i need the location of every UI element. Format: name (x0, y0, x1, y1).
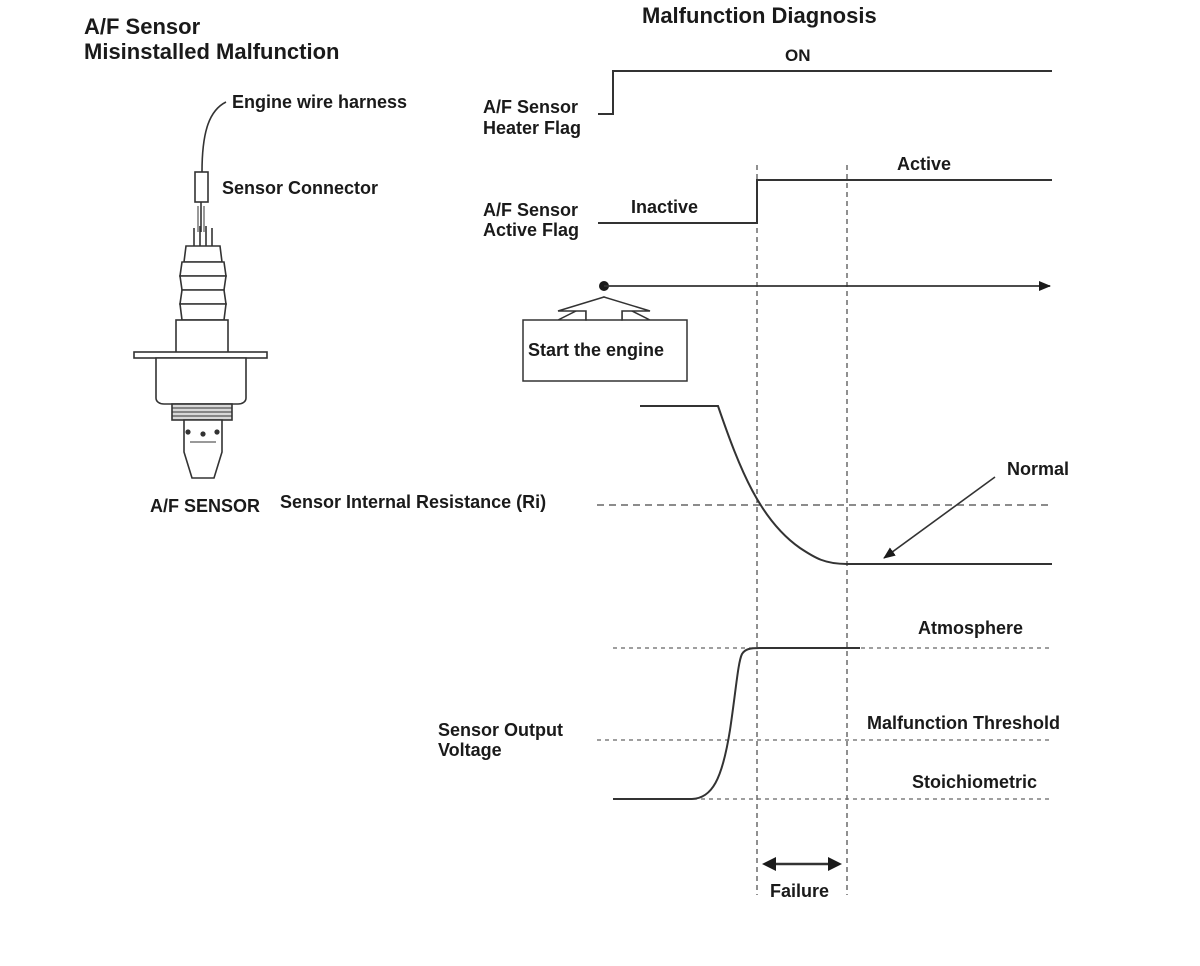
active-flag-label-line2: Active Flag (483, 220, 579, 240)
sensor-title-line1: A/F Sensor (84, 14, 201, 39)
failure-left-arrowhead (762, 857, 776, 871)
start-engine-callout (522, 296, 688, 382)
diagnosis-title: Malfunction Diagnosis (642, 3, 877, 28)
malfunction-threshold-label: Malfunction Threshold (867, 713, 1060, 733)
active-flag-signal (598, 179, 1052, 224)
normal-label: Normal (1007, 459, 1069, 479)
sensor-title-line2: Misinstalled Malfunction (84, 39, 339, 64)
start-engine-label: Start the engine (528, 340, 664, 360)
failure-right-arrowhead (828, 857, 842, 871)
active-flag-active-label: Active (897, 154, 951, 174)
heater-flag-label-line2: Heater Flag (483, 118, 581, 138)
af-sensor-illustration (133, 101, 268, 479)
sensor-connector-icon (194, 171, 209, 203)
af-sensor-label: A/F SENSOR (150, 496, 260, 516)
heater-flag-signal (598, 70, 1052, 115)
resistance-label: Sensor Internal Resistance (Ri) (280, 492, 546, 512)
wire-harness-label: Engine wire harness (232, 92, 407, 112)
heater-flag-on-label: ON (785, 46, 811, 65)
callout-pointer-arrow (557, 296, 651, 321)
sensor-connector-label: Sensor Connector (222, 178, 378, 198)
atmosphere-label: Atmosphere (918, 618, 1023, 638)
normal-pointer-arrow (883, 476, 996, 559)
voltage-label-line1: Sensor Output (438, 720, 563, 740)
stoichiometric-label: Stoichiometric (912, 772, 1037, 792)
active-flag-inactive-label: Inactive (631, 197, 698, 217)
wire-harness-icon (201, 101, 227, 173)
active-flag-label-line1: A/F Sensor (483, 200, 578, 220)
resistance-curve (640, 405, 1052, 565)
heater-flag-label-line1: A/F Sensor (483, 97, 578, 117)
voltage-label-line2: Voltage (438, 740, 502, 760)
voltage-curve (613, 647, 860, 800)
failure-label: Failure (770, 881, 829, 901)
